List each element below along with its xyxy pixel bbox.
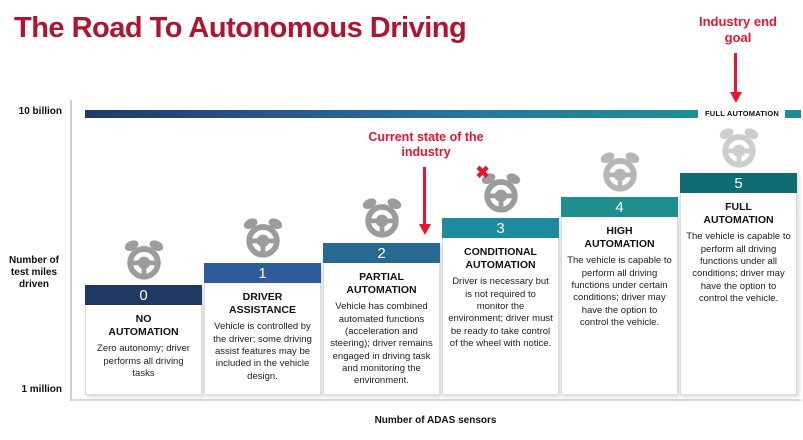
level-description: Zero autonomy; driver performs all drivi… — [97, 343, 190, 379]
level-name: CONDITIONAL AUTOMATION — [464, 246, 537, 272]
level-description-box: DRIVER ASSISTANCE Vehicle is controlled … — [204, 283, 321, 395]
current-state-label: Current state of the industry — [368, 130, 484, 159]
y-axis-bottom-label: 1 million — [21, 384, 62, 395]
level-4-column: 4 HIGH AUTOMATION The vehicle is capable… — [561, 197, 678, 395]
level-description-box: HIGH AUTOMATION The vehicle is capable t… — [561, 217, 678, 395]
level-number-bar: 5 — [680, 173, 797, 193]
level-description: The vehicle is capable to perform all dr… — [686, 231, 791, 304]
industry-end-goal-label: Industry end goal — [698, 14, 777, 45]
level-description: Vehicle has combined automated functions… — [330, 301, 433, 387]
y-axis-line — [70, 100, 72, 400]
steering-wheel-icon — [240, 217, 286, 259]
level-0-column: 0 NO AUTOMATION Zero autonomy; driver pe… — [85, 285, 202, 395]
steering-wheel-icon — [121, 239, 167, 281]
progress-gradient-bar — [85, 110, 698, 118]
progress-gradient-bar-end — [785, 110, 801, 118]
level-name: NO AUTOMATION — [108, 313, 179, 339]
level-number-bar: 0 — [85, 285, 202, 305]
level-number-bar: 2 — [323, 243, 440, 263]
steering-wheel-icon — [716, 127, 762, 169]
level-name: HIGH AUTOMATION — [584, 225, 655, 251]
full-automation-bar-label: FULL AUTOMATION — [705, 109, 779, 118]
industry-end-goal-arrow-icon — [729, 53, 742, 103]
level-1-column: 1 DRIVER ASSISTANCE Vehicle is controlle… — [204, 263, 321, 395]
steering-wheel-icon — [359, 197, 405, 239]
level-number-bar: 4 — [561, 197, 678, 217]
steering-wheel-icon: ✖ — [476, 164, 524, 214]
level-number-bar: 3 — [442, 218, 559, 238]
current-state-arrow-icon — [418, 167, 431, 235]
y-axis-title: Number of test miles driven — [9, 255, 59, 290]
level-description: Driver is necessary but is not required … — [448, 276, 553, 349]
level-5-column: 5 FULL AUTOMATION The vehicle is capable… — [680, 173, 797, 395]
level-2-column: 2 PARTIAL AUTOMATION Vehicle has combine… — [323, 243, 440, 395]
level-description-box: FULL AUTOMATION The vehicle is capable t… — [680, 193, 797, 395]
level-description: The vehicle is capable to perform all dr… — [567, 255, 672, 328]
y-axis-top-label: 10 billion — [18, 106, 62, 117]
level-description-box: CONDITIONAL AUTOMATION Driver is necessa… — [442, 238, 559, 395]
level-description: Vehicle is controlled by the driver; som… — [213, 321, 312, 382]
level-3-column: ✖ 3 CONDITIONAL AUTOMATION Driver is nec… — [442, 164, 559, 395]
steering-wheel-icon — [597, 151, 643, 193]
level-name: PARTIAL AUTOMATION — [346, 271, 417, 297]
x-axis-title: Number of ADAS sensors — [374, 415, 497, 426]
level-number-bar: 1 — [204, 263, 321, 283]
x-axis-line — [70, 399, 801, 401]
level-name: DRIVER ASSISTANCE — [229, 291, 296, 317]
level-description-box: PARTIAL AUTOMATION Vehicle has combined … — [323, 263, 440, 395]
level-name: FULL AUTOMATION — [703, 201, 774, 227]
level-description-box: NO AUTOMATION Zero autonomy; driver perf… — [85, 305, 202, 395]
page-title: The Road To Autonomous Driving — [14, 12, 467, 44]
red-x-icon: ✖ — [475, 163, 490, 182]
